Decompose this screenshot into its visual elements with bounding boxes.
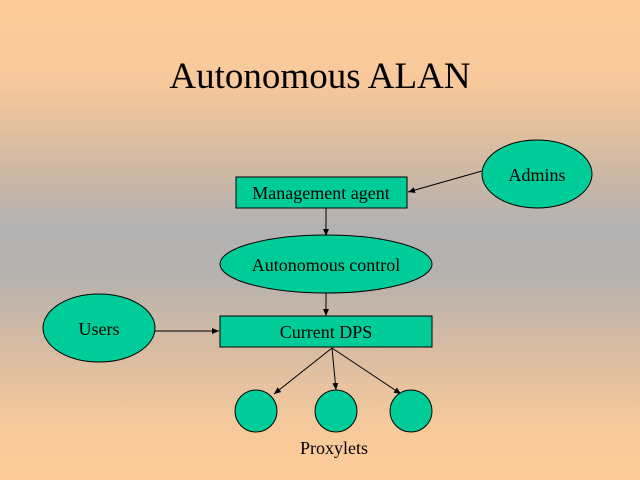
node-current-dps: Current DPS (219, 315, 433, 348)
node-management-agent: Management agent (235, 176, 408, 209)
node-users-label: Users (79, 319, 120, 339)
slide-title: Autonomous ALAN (169, 56, 471, 97)
node-proxylets-label: Proxylets (300, 438, 368, 458)
node-current-dps-label: Current DPS (280, 322, 373, 342)
node-autonomous-control: Autonomous control (219, 234, 433, 294)
edge-current-dps-to-proxylet-3 (331, 347, 402, 395)
edge-current-dps-to-proxylet-2 (331, 347, 339, 391)
proxylet-2 (314, 389, 358, 433)
edge-current-dps-to-proxylet-1 (273, 347, 333, 395)
node-admins: Admins (481, 139, 593, 209)
node-users: Users (42, 293, 156, 363)
node-management-agent-label: Management agent (252, 183, 389, 203)
proxylet-1 (234, 389, 278, 433)
proxylet-3 (389, 389, 433, 433)
node-proxylets: Proxylets (234, 389, 433, 458)
node-autonomous-control-label: Autonomous control (252, 255, 401, 275)
node-admins-label: Admins (508, 165, 565, 185)
edge-admins-to-management-agent (407, 170, 483, 193)
